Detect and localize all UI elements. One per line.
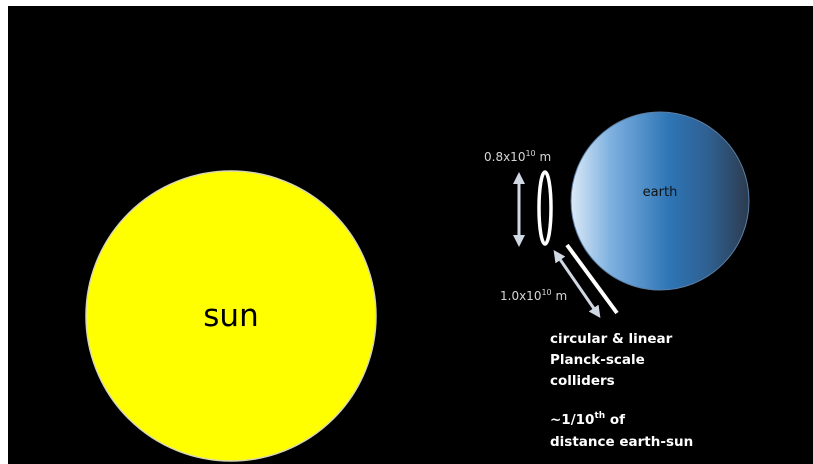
caption-line-1: circular & linear — [550, 331, 673, 347]
caption-line-4: ~1/10th of — [550, 411, 626, 429]
ring-diameter-base: 0.8x10 — [484, 150, 526, 164]
caption-line-4-prefix: ~1/10 — [550, 412, 595, 428]
caption-line-5: distance earth-sun — [550, 434, 694, 450]
earth-label: earth — [642, 185, 678, 200]
ring-diameter-unit: m — [535, 150, 552, 164]
linear-length-unit: m — [551, 289, 568, 303]
circular-collider-ring — [537, 170, 553, 246]
earth-disk — [570, 111, 750, 291]
caption-line-4-sup: th — [594, 411, 606, 421]
sun-disk — [85, 170, 377, 462]
caption-line-3: colliders — [550, 373, 615, 389]
linear-length-arrow — [553, 250, 601, 318]
caption-line-2: Planck-scale — [550, 352, 645, 368]
caption-line-4-suffix: of — [605, 412, 626, 428]
sun-label: sun — [203, 298, 259, 334]
ring-diameter-label: 0.8x1010 m — [484, 149, 552, 165]
linear-length-label: 1.0x1010 m — [500, 288, 568, 304]
linear-length-exponent: 10 — [541, 288, 552, 297]
linear-length-base: 1.0x10 — [500, 289, 542, 303]
ring-diameter-exponent: 10 — [525, 149, 536, 158]
